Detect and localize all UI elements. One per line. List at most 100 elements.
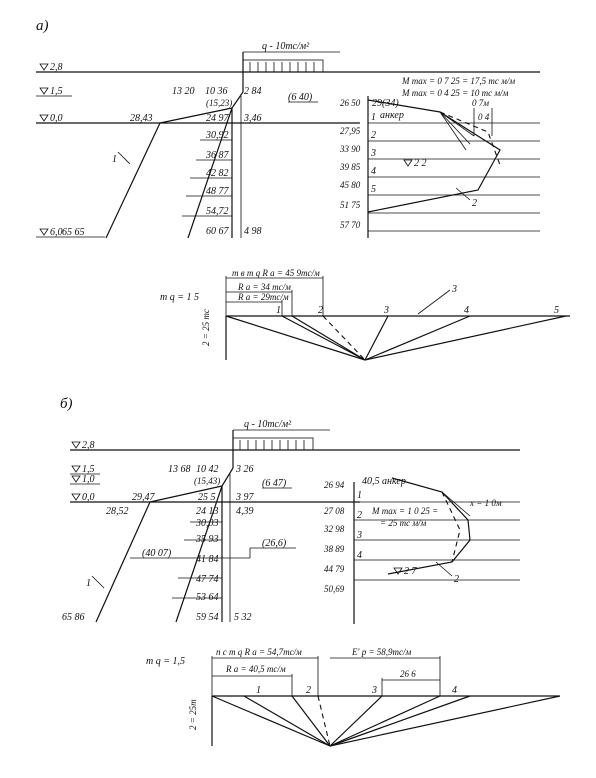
- diagram-a: а) q - 10тс/м² 2,8: [36, 18, 570, 361]
- layer-4-b: 4: [357, 550, 362, 561]
- x-label-b: x = 1 0м: [469, 498, 502, 508]
- anchor-labels-a: M max = 0 7 25 = 17,5 тс м/м M max = 0 4…: [339, 76, 515, 230]
- value-35-93: 35 93: [195, 534, 219, 545]
- value-4-39: 4,39: [236, 506, 254, 517]
- polygon-line-label-a: 3: [451, 284, 457, 295]
- polygon-point-3-a: 3: [383, 305, 389, 316]
- diagram-b: б) q - 10тс/м² 2,8 1,5: [60, 396, 561, 747]
- force-polygon-b: m q = 1,5 n с m q R а = 54,7тс/м R а = 4…: [146, 647, 561, 747]
- depth-33-90: 33 90: [339, 144, 361, 154]
- anchor-wall-b: 2 7 2: [353, 477, 520, 624]
- value-30-03: 30,03: [195, 518, 219, 529]
- water-level-b: 2 7: [404, 566, 418, 577]
- panel-label-a: а): [36, 18, 49, 34]
- value-15-43: (15,43): [194, 476, 220, 486]
- force-polygon-a: m q = 1 5 m в m q R а = 45 9тс/м R а = 3…: [160, 268, 570, 361]
- polygon-point-1-a: 1: [276, 305, 281, 316]
- anchor-value-0-7m: 0 7м: [472, 98, 489, 108]
- value-10-36: 10 36: [205, 86, 228, 97]
- polygon-point-1-b: 1: [256, 685, 261, 696]
- value-48-77: 48 77: [206, 186, 230, 197]
- polygon-force-2-a: R а = 34 тс/м: [237, 282, 291, 292]
- polygon-scale-a: 2 = 25 тс: [201, 309, 211, 346]
- value-3-46: 3,46: [243, 113, 262, 124]
- value-59-54: 59 54: [196, 612, 219, 623]
- elevation-lines-a: 2,8 1,5 0,0 6,0: [36, 62, 540, 238]
- polygon-force-3-a: R а = 29тс/м: [237, 292, 289, 302]
- polygon-point-5-a: 5: [554, 305, 559, 316]
- elevation-2-8-a: 2,8: [50, 62, 63, 73]
- value-15-23: (15,23): [206, 98, 232, 108]
- layer-1-b: 1: [357, 490, 362, 501]
- anchor-label-a: анкер: [380, 110, 404, 121]
- note-26-6: (26,6): [262, 538, 287, 549]
- value-5-32: 5 32: [234, 612, 252, 623]
- polygon-point-2-a: 2: [318, 305, 323, 316]
- value-28-43: 28,43: [130, 113, 153, 124]
- polygon-point-4-a: 4: [464, 305, 469, 316]
- value-10-42: 10 42: [196, 464, 219, 475]
- depth-26-94: 26 94: [324, 480, 345, 490]
- line-label-1-b: 1: [86, 578, 91, 589]
- curve-label-2-b: 2: [454, 574, 459, 585]
- polygon-point-3-b: 3: [371, 685, 377, 696]
- pressure-values-a: 13 20 10 36 2 84 (15,23) 28,43 24 97 3,4…: [62, 86, 318, 238]
- value-65-65: 65 65: [62, 227, 85, 238]
- layer-4-a: 4: [371, 166, 376, 177]
- panel-label-b: б): [60, 396, 73, 412]
- value-60-67: 60 67: [206, 226, 230, 237]
- layer-3-a: 3: [370, 148, 376, 159]
- value-25-5: 25 5: [198, 492, 216, 503]
- value-40-07: (40 07): [142, 548, 172, 559]
- value-4-98: 4 98: [244, 226, 262, 237]
- elevation-0-0-a: 0,0: [50, 113, 63, 124]
- value-42-82: 42 82: [206, 168, 229, 179]
- value-13-68: 13 68: [168, 464, 191, 475]
- depth-50-69: 50,69: [324, 584, 345, 594]
- anchor-labels-b: 40,5 анкер x = 1 0м M max = 1 0 25 = = 2…: [323, 476, 502, 594]
- moment-text-1-a: M max = 0 7 25 = 17,5 тс м/м: [401, 76, 515, 86]
- value-29-47: 29,47: [132, 492, 156, 503]
- anchor-value-29-34: 29(34): [372, 98, 399, 109]
- elevation-2-8-b: 2,8: [82, 440, 95, 451]
- curve-label-2-a: 2: [472, 198, 477, 209]
- depth-45-80: 45 80: [340, 180, 361, 190]
- value-65-86: 65 86: [62, 612, 85, 623]
- depth-32-98: 32 98: [323, 524, 345, 534]
- value-28-52: 28,52: [106, 506, 129, 517]
- note-6-40: (6 40): [288, 92, 313, 103]
- elevation-1-5-b: 1,5: [82, 464, 95, 475]
- moment-text-1-b: M max = 1 0 25 =: [371, 506, 438, 516]
- layer-2-a: 2: [371, 130, 376, 141]
- depth-27-95: 27,95: [340, 126, 361, 136]
- value-3-97: 3 97: [235, 492, 255, 503]
- slip-wedge-b: 1: [86, 467, 250, 623]
- value-36-87: 36 87: [205, 150, 230, 161]
- note-6-47: (6 47): [262, 478, 287, 489]
- polygon-force-3-b: E′ р = 58,9тс/м: [351, 647, 412, 657]
- layer-2-b: 2: [357, 510, 362, 521]
- depth-51-75: 51 75: [340, 200, 361, 210]
- pressure-values-b: 13 68 10 42 3 26 (15,43) 29,47 25 5 3 97…: [62, 464, 296, 623]
- depth-39-85: 39 85: [339, 162, 361, 172]
- depth-57-70: 57 70: [340, 220, 361, 230]
- surcharge-load-a: q - 10тс/м²: [242, 41, 340, 92]
- depth-44-79: 44 79: [324, 564, 345, 574]
- value-3-26: 3 26: [235, 464, 254, 475]
- depth-38-89: 38 89: [323, 544, 345, 554]
- polygon-force-1-b: n с m q R а = 54,7тс/м: [216, 647, 302, 657]
- value-41-84: 41 84: [196, 554, 219, 565]
- surcharge-load-b: q - 10тс/м²: [232, 419, 330, 468]
- polygon-m-label-a: m q = 1 5: [160, 292, 199, 303]
- layer-3-b: 3: [356, 530, 362, 541]
- value-30-92: 30,92: [205, 130, 229, 141]
- elevation-lines-b: 2,8 1,5 1,0 0,0: [70, 440, 520, 503]
- layer-5-a: 5: [371, 184, 376, 195]
- polygon-m-label-b: m q = 1,5: [146, 656, 185, 667]
- layer-1-a: 1: [371, 112, 376, 123]
- value-24-13: 24 13: [196, 506, 219, 517]
- anchor-wall-a: 2 2 2: [367, 96, 540, 238]
- load-label-b: q - 10тс/м²: [244, 419, 292, 430]
- polygon-force-1-a: m в m q R а = 45 9тс/м: [232, 268, 320, 278]
